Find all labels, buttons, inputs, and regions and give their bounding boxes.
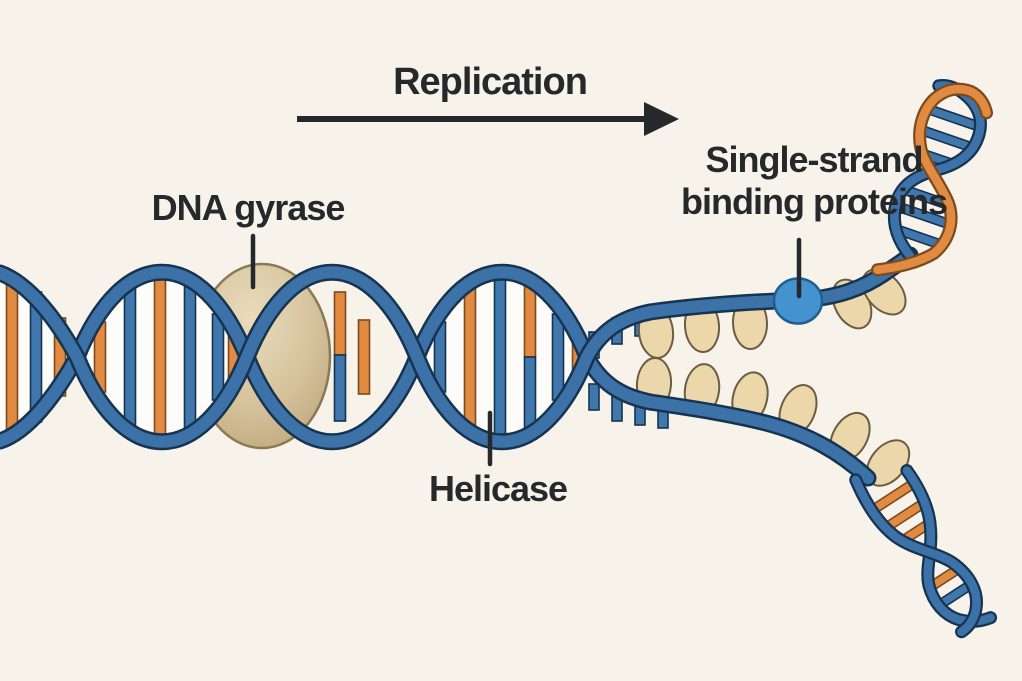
base-pair-rung [183,282,197,432]
lower-template-strand [0,266,874,484]
base-pair-rung [333,291,347,356]
base-pair-rung [357,319,371,395]
ssb-label: Single-strand binding proteins [681,139,948,223]
base-pair-rung [5,273,19,441]
base-pair-rungs [5,271,585,443]
leader-lines [250,233,802,467]
fork-stub [588,383,600,411]
template-strand [851,475,981,637]
base-pair-rung [211,313,225,401]
base-pair-rung [551,313,565,401]
base-pair-rung [153,271,167,443]
replication-arrow [297,102,679,136]
helicase-label: Helicase [428,468,568,509]
replication-label: Replication [393,61,588,103]
ssb-label-line2: binding proteins [681,181,948,222]
base-pair-rung [523,282,537,358]
daughter-duplex-bottom-right [849,464,998,639]
base-pair-rung [123,285,137,429]
base-pair-rung [463,285,477,429]
orange-strand [873,84,991,275]
ssb-label-line1: Single-strand [705,139,923,180]
replication-arrowhead [644,102,679,136]
base-pair-rung [493,271,507,443]
base-pair-rung [523,356,537,432]
daughter-duplex-top-right [870,79,994,277]
base-pair-rung [333,354,347,422]
dna-gyrase-label: DNA gyrase [151,187,346,228]
